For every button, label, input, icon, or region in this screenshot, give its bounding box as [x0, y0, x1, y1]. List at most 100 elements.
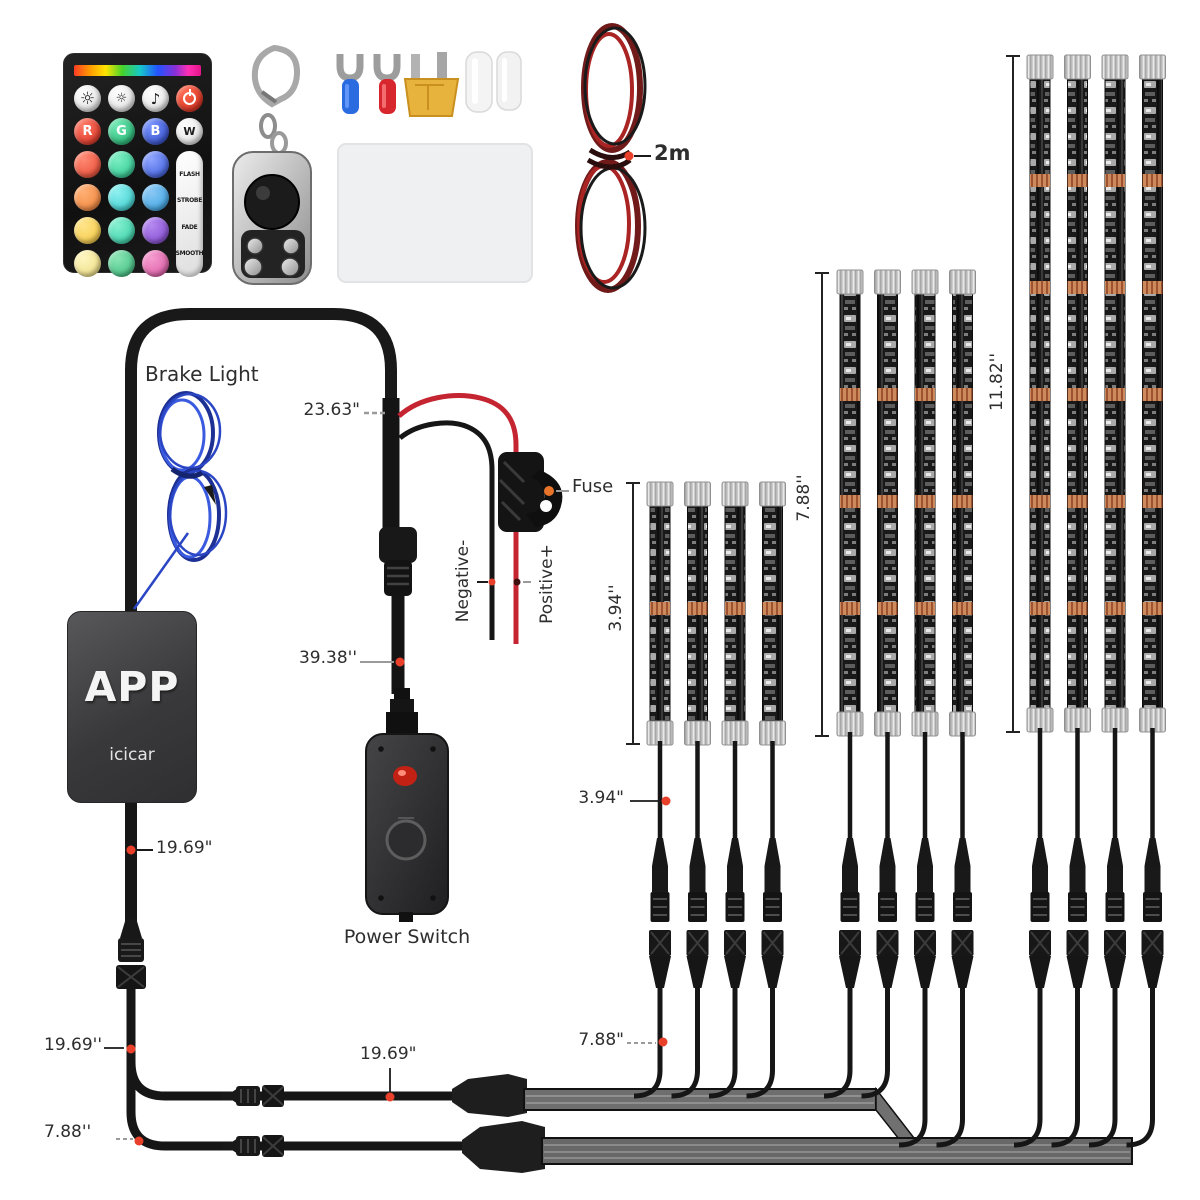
splitter-lower — [462, 1121, 545, 1173]
lead-19-69-app-label: 19.69" — [156, 838, 213, 858]
led-strip-assembly — [1088, 54, 1129, 1148]
led-strip-assembly — [1013, 54, 1054, 1148]
strip-end-cap — [721, 481, 749, 507]
color-key — [74, 184, 101, 211]
barrel-connector-main — [379, 527, 417, 694]
brightness-down-icon: ☼ — [108, 85, 135, 112]
negative-wire — [398, 420, 495, 640]
lead-7-88-left-label: 7.88'' — [44, 1122, 92, 1142]
wire-length-2m-label: 2m — [654, 141, 691, 165]
strip-end-cap — [1064, 54, 1091, 80]
color-key — [108, 250, 135, 277]
dimension-line-group3 — [1006, 55, 1020, 733]
strip-end-cap — [949, 269, 976, 295]
strip-end-cap — [1101, 54, 1129, 80]
strip-end-cap — [684, 481, 711, 507]
brightness-up-icon: ☼ — [74, 85, 101, 112]
power-button-icon — [385, 819, 427, 861]
dimension-line-group1 — [626, 482, 640, 745]
color-key — [142, 151, 169, 178]
mode-key-fade: FADE — [181, 223, 198, 231]
ir-remote: ☼ ☼ ♪ R G B W FLASH STROBE FADE SMOOTH — [63, 53, 212, 277]
fork-terminal-blue — [336, 54, 364, 114]
strip-end-cap — [836, 269, 864, 295]
strip-end-cap — [759, 481, 786, 507]
power-led-icon — [393, 766, 417, 786]
carabiner-clip-icon — [251, 44, 301, 108]
brake-light-label: Brake Light — [145, 362, 259, 386]
app-controller-box: APP icicar — [67, 611, 197, 803]
lead-3-94-label: 3.94" — [578, 788, 624, 808]
strip-end-cap — [1026, 54, 1054, 80]
keyfob-remote — [232, 44, 312, 285]
strip-length-11-82-label: 11.82'' — [987, 353, 1007, 412]
led-strip-assembly — [708, 481, 749, 1099]
led-strip-assembly — [671, 481, 711, 1099]
negative-label: Negative- — [453, 539, 473, 623]
color-key — [108, 184, 135, 211]
rainbow-strip — [74, 65, 201, 76]
led-strip-assembly — [1126, 54, 1166, 1148]
measurement-markers — [104, 151, 671, 1146]
blade-fuse — [403, 52, 460, 117]
color-key — [74, 151, 101, 178]
remote-key-g: G — [108, 118, 135, 145]
positive-label: Positive+ — [537, 544, 557, 624]
led-strip-assembly — [861, 269, 901, 1099]
color-key — [142, 250, 169, 277]
main-harness-cable — [125, 308, 400, 614]
fuse-label: Fuse — [572, 476, 614, 497]
distribution-band-upper — [523, 1088, 877, 1111]
color-key — [142, 184, 169, 211]
mode-key-flash: FLASH — [179, 170, 200, 178]
color-key — [74, 217, 101, 244]
led-strip-assembly — [823, 269, 864, 1099]
mode-keys-strip: FLASH STROBE FADE SMOOTH — [175, 151, 204, 277]
color-key — [108, 217, 135, 244]
color-key — [142, 217, 169, 244]
strip-length-3-94-label: 3.94'' — [606, 584, 626, 632]
branch-connector-upper — [222, 1085, 284, 1107]
brake-light-wire-coil — [132, 391, 228, 610]
power-wire-coil-2m — [575, 23, 647, 293]
app-box-brand: icicar — [109, 745, 155, 765]
led-strip-assembly — [633, 481, 674, 1099]
remote-key-w: W — [176, 118, 203, 145]
splitter-upper — [452, 1074, 527, 1117]
harness-length-39-38-label: 39.38'' — [298, 648, 357, 668]
wire-caps — [465, 51, 522, 113]
fuse-holder — [498, 452, 563, 532]
strip-end-cap — [646, 481, 674, 507]
mode-key-smooth: SMOOTH — [175, 250, 204, 258]
color-key — [74, 250, 101, 277]
led-strip-assembly — [936, 269, 976, 1148]
app-box-title: APP — [84, 663, 180, 711]
positive-wire — [397, 393, 519, 644]
strip-end-cap — [874, 269, 901, 295]
power-key-icon — [176, 85, 203, 112]
adhesive-pad — [337, 143, 533, 283]
branch-connector-lower — [222, 1135, 284, 1157]
remote-key-r: R — [74, 118, 101, 145]
lead-19-69-left-label: 19.69'' — [44, 1035, 103, 1055]
power-switch-label: Power Switch — [343, 926, 471, 948]
led-strip-assembly — [1051, 54, 1091, 1148]
color-key — [108, 151, 135, 178]
strip-end-cap — [911, 269, 939, 295]
lead-7-88-mid-label: 7.88" — [578, 1030, 624, 1050]
mode-key-strobe: STROBE — [176, 197, 202, 205]
harness-length-23-63-label: 23.63" — [303, 400, 361, 420]
led-strip-assembly — [746, 481, 786, 1099]
led-strips-layer — [633, 54, 1166, 1148]
lead-19-69-mid-label: 19.69" — [360, 1044, 417, 1064]
remote-key-b: B — [142, 118, 169, 145]
power-switch — [365, 688, 449, 922]
fork-terminal-red — [373, 54, 401, 114]
music-icon: ♪ — [142, 85, 169, 112]
dimension-line-group2 — [815, 272, 829, 737]
distribution-band-lower — [541, 1137, 1133, 1165]
led-strip-assembly — [898, 269, 939, 1148]
strip-end-cap — [1139, 54, 1166, 80]
